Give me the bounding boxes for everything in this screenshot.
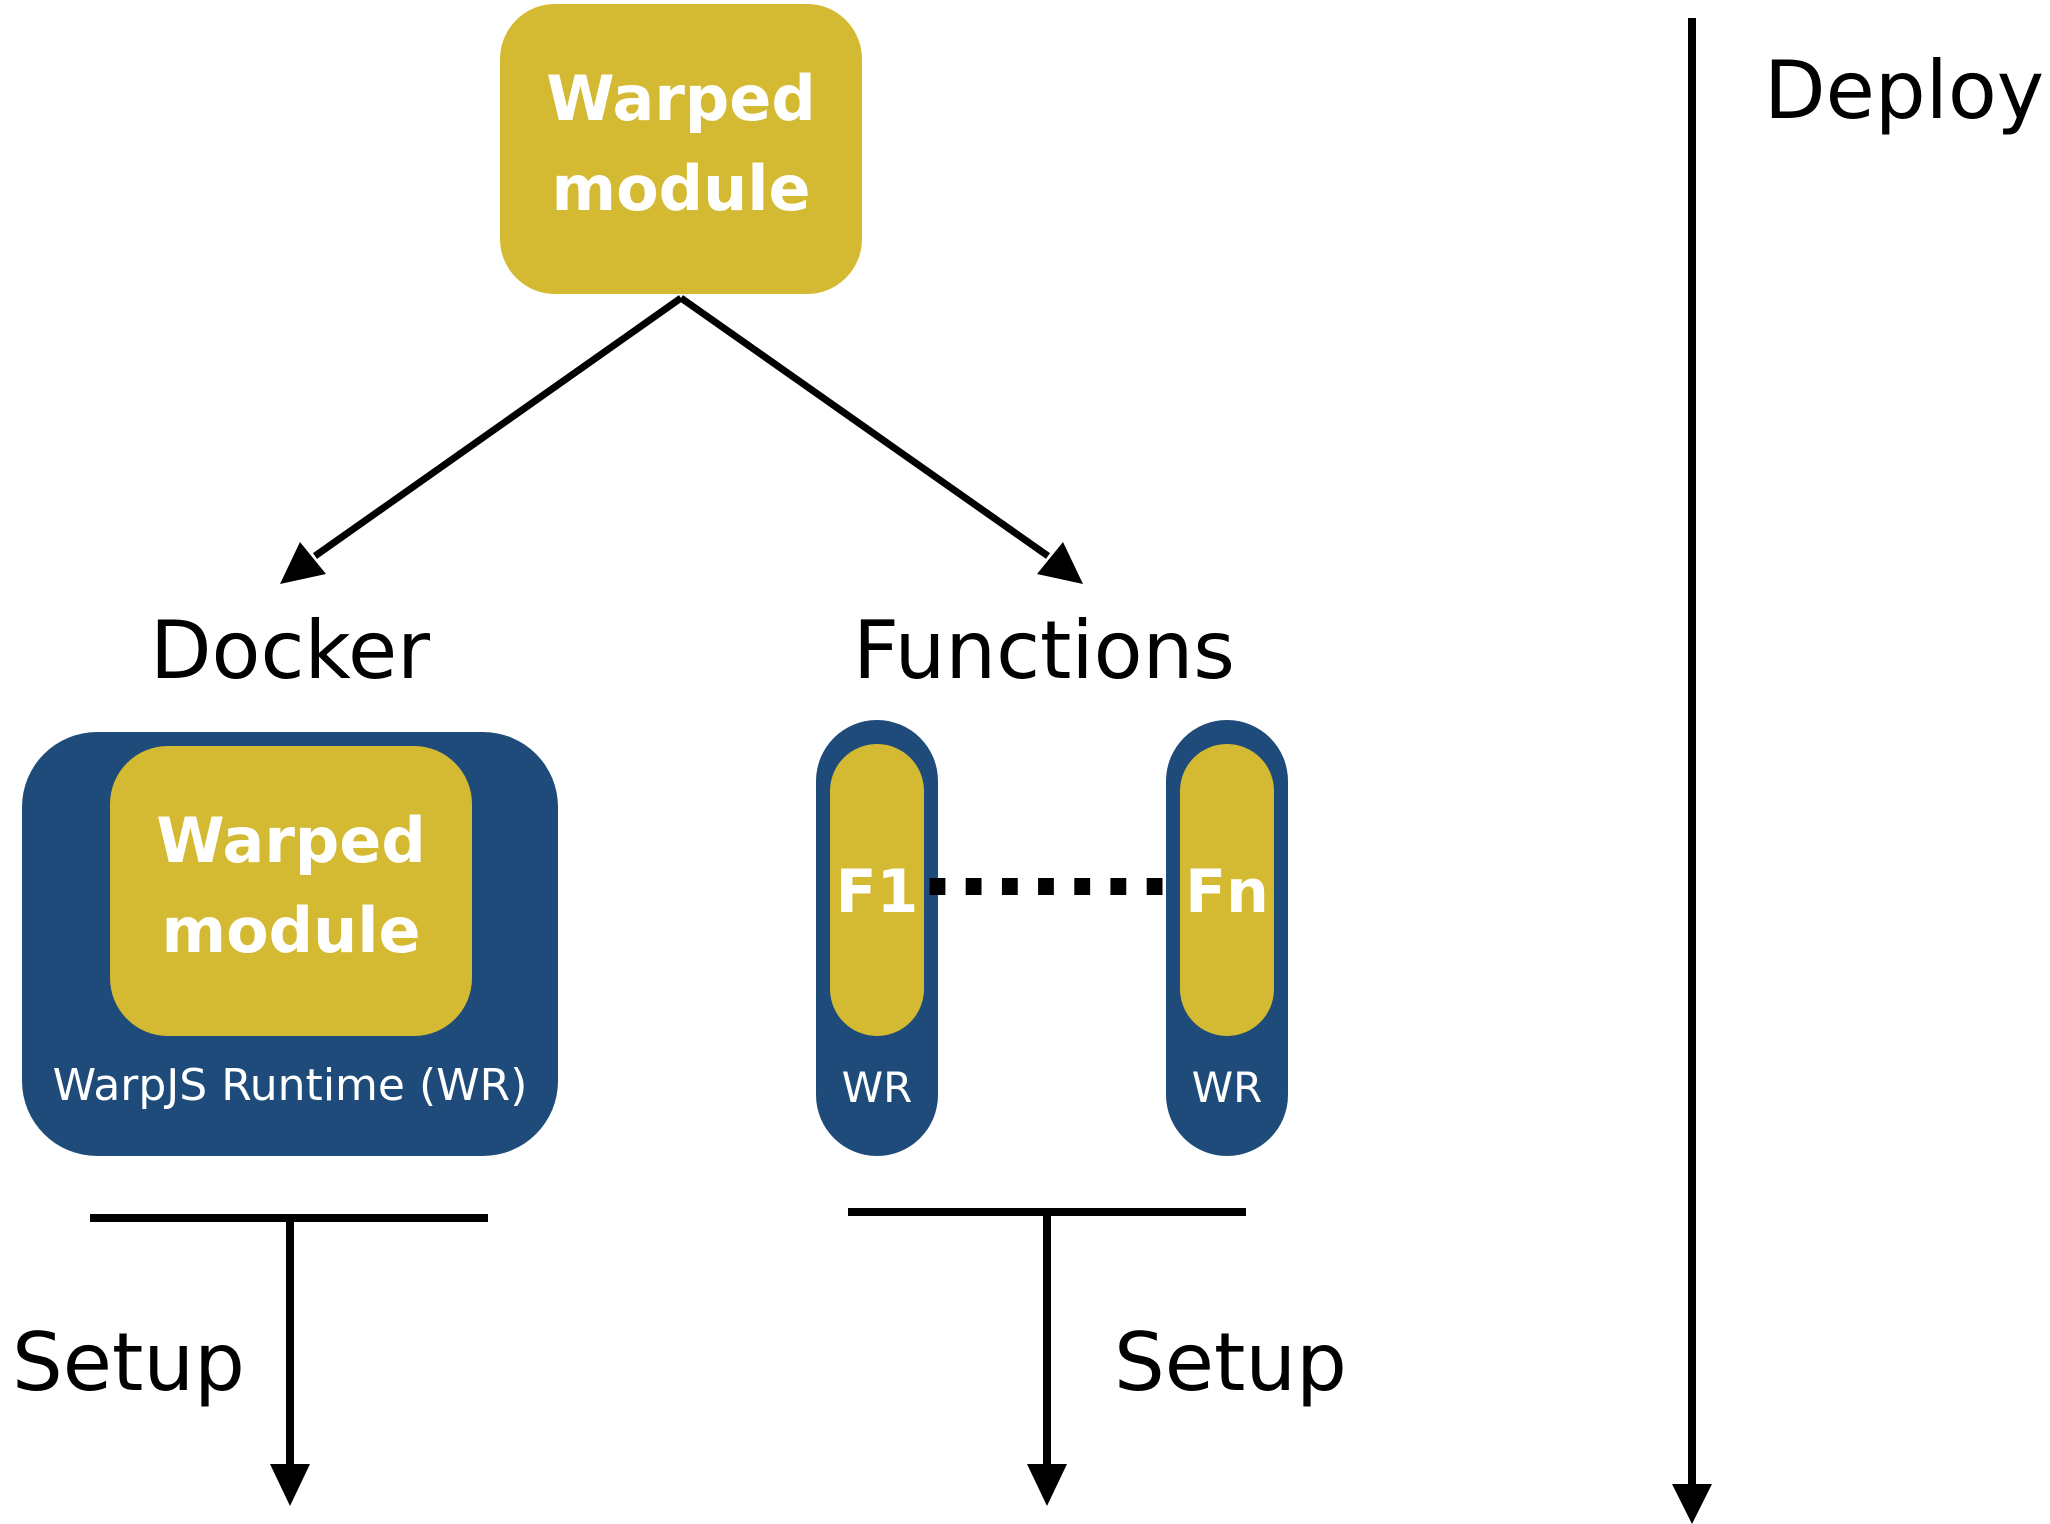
docker-setup-label: Setup — [12, 1316, 245, 1409]
deploy-label: Deploy — [1764, 44, 2044, 137]
docker-setup-arrow — [90, 1214, 488, 1506]
function-fn-capsule: Fn WR — [1166, 720, 1288, 1156]
deploy-arrow — [1672, 18, 1712, 1524]
docker-module-line2: module — [161, 894, 420, 967]
top-module-line2: module — [551, 152, 810, 225]
docker-module-line1: Warped — [156, 804, 425, 877]
docker-warped-module — [110, 746, 472, 1036]
functions-ellipsis: ....... — [920, 812, 1173, 917]
docker-runtime-label: WarpJS Runtime (WR) — [53, 1060, 528, 1111]
arrow-to-functions — [678, 295, 1051, 559]
functions-setup-arrow — [848, 1208, 1246, 1506]
top-warped-module: Warped module — [500, 4, 862, 294]
function-f1-label: F1 — [836, 857, 919, 927]
functions-setup-label: Setup — [1114, 1316, 1347, 1409]
functions-title: Functions — [853, 604, 1235, 697]
function-f1-runtime: WR — [842, 1063, 913, 1112]
docker-title: Docker — [150, 604, 430, 697]
top-module-line1: Warped — [546, 62, 815, 135]
function-fn-runtime: WR — [1192, 1063, 1263, 1112]
arrowhead-docker — [280, 542, 326, 584]
function-f1-capsule: F1 WR — [816, 720, 938, 1156]
function-fn-label: Fn — [1185, 857, 1269, 927]
branch-arrows — [312, 295, 1051, 559]
arrow-to-docker — [312, 295, 684, 559]
arrowhead-functions — [1037, 542, 1083, 584]
docker-container: Warped module WarpJS Runtime (WR) — [22, 732, 558, 1156]
